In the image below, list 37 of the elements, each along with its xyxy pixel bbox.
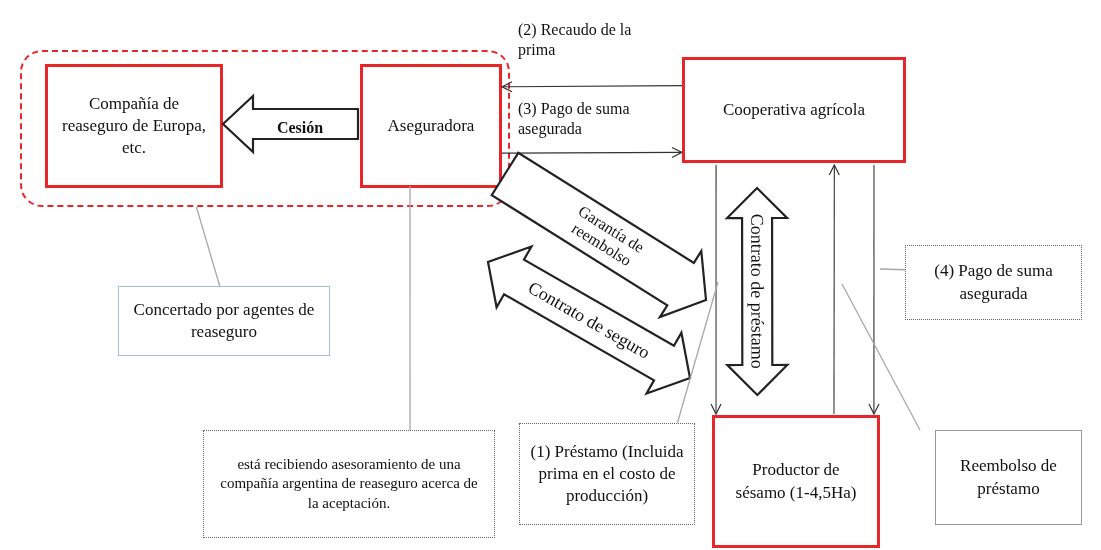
- edge-label: (3) Pago de suma asegurada: [518, 99, 631, 139]
- note-box: [118, 286, 330, 356]
- arrow: [501, 81, 683, 93]
- node-text: Cooperativa agrícola: [722, 98, 866, 121]
- note-box: [203, 430, 495, 538]
- node-text: (4) Pago de suma asegurada: [933, 260, 1054, 305]
- block-arrow: [221, 93, 360, 155]
- leader-line: [676, 281, 719, 424]
- leader-line: [841, 283, 921, 431]
- note-box: [935, 430, 1082, 525]
- node-text: Compañía de reaseguro de Europa, etc.: [62, 92, 206, 160]
- node-text: (1) Préstamo (Incluida prima en el costo de producción): [529, 440, 685, 508]
- arrow: [710, 164, 722, 415]
- block-arrow: [724, 186, 790, 397]
- process-box: [682, 57, 906, 163]
- leader-line: [195, 206, 221, 287]
- arrow: [828, 164, 840, 415]
- block-arrow: [486, 244, 692, 396]
- node-text: Aseguradora: [387, 114, 475, 137]
- leader-line: [409, 185, 411, 431]
- arrow: [501, 146, 683, 159]
- process-box: [45, 64, 223, 188]
- node-text: Reembolso de préstamo: [959, 455, 1058, 500]
- node-text: está recibiendo asesoramiento de una compañía argentina de reaseguro acerca de la aceptación.: [219, 454, 479, 513]
- arrow-label: Cesión: [275, 119, 325, 138]
- arrow-label: Contrato de préstamo: [746, 212, 768, 371]
- node-text: Productor de sésamo (1-4,5Ha): [734, 459, 858, 504]
- dashed-group-outline: [20, 50, 510, 207]
- note-box: [519, 423, 695, 525]
- process-box: [712, 415, 880, 548]
- leader-line: [879, 268, 906, 271]
- node-text: Concertado por agentes de reaseguro: [133, 298, 315, 343]
- edge-label: (2) Recaudo de la prima: [518, 20, 633, 60]
- arrow: [868, 164, 880, 415]
- note-box: [905, 245, 1082, 320]
- block-arrow: [490, 151, 708, 320]
- process-box: [360, 64, 502, 188]
